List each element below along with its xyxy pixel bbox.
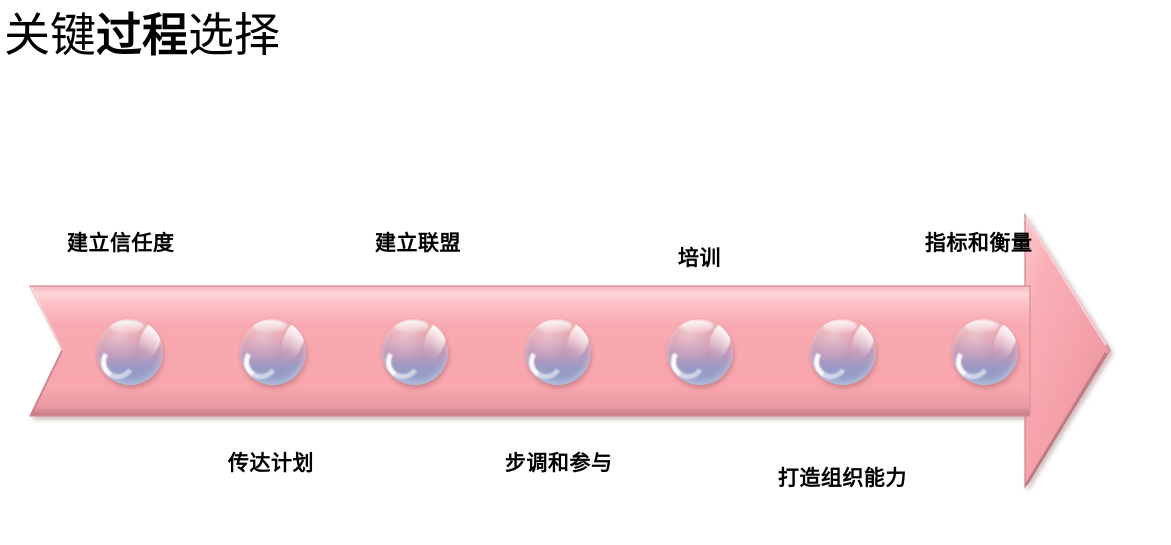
sphere-top-highlight [110,320,144,333]
milestone-label-3: 建立联盟 [375,231,461,255]
sphere-top-highlight [253,320,287,333]
milestone-sphere-1 [97,319,163,385]
arrow-tail-highlight [30,286,63,351]
sphere-top-highlight [395,320,429,333]
arrow-head-shadow [1024,352,1108,486]
milestone-sphere-3 [382,319,448,385]
arrow-head [1024,212,1111,490]
sphere-rim [240,319,306,385]
milestone-sphere-5 [667,319,733,385]
sphere-rim [952,319,1018,385]
sphere-rim [382,319,448,385]
title-segment-bold: 过程 [96,8,188,62]
arrow-tail-shadow [30,350,63,416]
milestone-sphere-4 [525,319,591,385]
milestone-label-5: 培训 [678,246,721,270]
milestone-label-6: 打造组织能力 [778,466,907,490]
sphere-top-highlight [680,320,714,333]
milestone-sphere-7 [952,319,1018,385]
page-title: 关键过程选择 [4,6,280,64]
milestone-label-2: 传达计划 [228,451,314,475]
sphere-top-highlight [538,320,572,333]
title-segment-2: 选择 [188,8,280,62]
sphere-rim [667,319,733,385]
sphere-rim [97,319,163,385]
sphere-rim [810,319,876,385]
milestone-label-7: 指标和衡量 [925,231,1033,255]
milestone-label-4: 步调和参与 [505,451,613,475]
milestone-sphere-6 [810,319,876,385]
title-segment-1: 关键 [4,8,96,62]
milestone-label-1: 建立信任度 [67,231,175,255]
arrow-head-highlight [1024,216,1108,346]
sphere-rim [525,319,591,385]
sphere-top-highlight [823,320,857,333]
sphere-top-highlight [965,320,999,333]
milestone-sphere-2 [240,319,306,385]
